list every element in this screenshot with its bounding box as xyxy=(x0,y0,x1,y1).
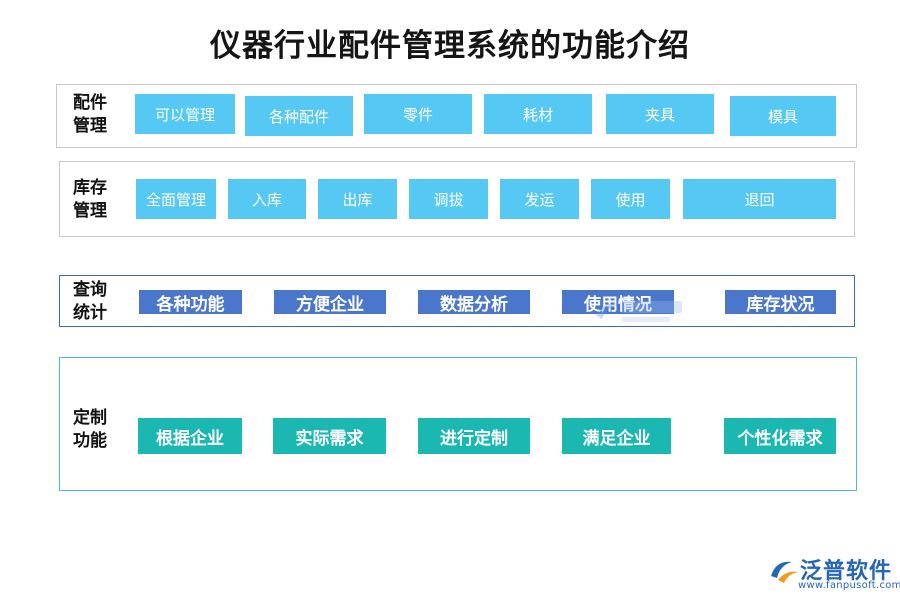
section-label-line: 管理 xyxy=(73,201,107,221)
function-box: 方便企业 xyxy=(274,290,386,315)
section-label-line: 查询 xyxy=(73,280,107,300)
function-box: 出库 xyxy=(318,179,397,219)
section-label-line: 定制 xyxy=(73,408,107,428)
brand-url: www.fanpusoft.com xyxy=(798,580,900,591)
function-box: 耗材 xyxy=(484,94,592,134)
function-box: 数据分析 xyxy=(418,290,530,315)
section-label: 查询 统计 xyxy=(70,279,110,325)
brand-name: 泛普软件 xyxy=(800,559,893,584)
section-label-line: 管理 xyxy=(73,116,107,136)
function-box: 根据企业 xyxy=(138,418,242,454)
section-label: 库存 管理 xyxy=(70,177,110,223)
function-box: 入库 xyxy=(228,179,306,219)
function-box: 进行定制 xyxy=(418,418,530,454)
function-box: 退回 xyxy=(683,179,836,219)
section-label-line: 配件 xyxy=(73,93,107,113)
function-box: 各种功能 xyxy=(139,290,242,315)
function-box: 零件 xyxy=(364,94,472,134)
watermark-logo-icon xyxy=(596,301,682,322)
function-box: 各种配件 xyxy=(245,96,353,136)
function-box: 使用情况 xyxy=(562,290,674,315)
function-box: 模具 xyxy=(730,96,836,136)
function-box: 实际需求 xyxy=(273,418,386,454)
brand-logo-icon xyxy=(771,561,798,583)
function-box: 可以管理 xyxy=(135,94,235,134)
function-box: 满足企业 xyxy=(562,418,671,454)
section-label: 定制 功能 xyxy=(70,407,110,453)
section-label: 配件 管理 xyxy=(70,92,110,138)
page-title: 仪器行业配件管理系统的功能介绍 xyxy=(210,28,690,64)
section-label-line: 统计 xyxy=(73,303,107,323)
section-label-line: 功能 xyxy=(73,431,107,451)
function-box: 发运 xyxy=(500,179,579,219)
function-box: 全面管理 xyxy=(136,179,216,219)
function-box: 个性化需求 xyxy=(724,418,836,454)
function-box: 夹具 xyxy=(606,94,714,134)
section-label-line: 库存 xyxy=(73,178,107,198)
function-box: 使用 xyxy=(591,179,670,219)
function-box: 调拔 xyxy=(409,179,488,219)
function-box: 库存状况 xyxy=(725,290,836,315)
